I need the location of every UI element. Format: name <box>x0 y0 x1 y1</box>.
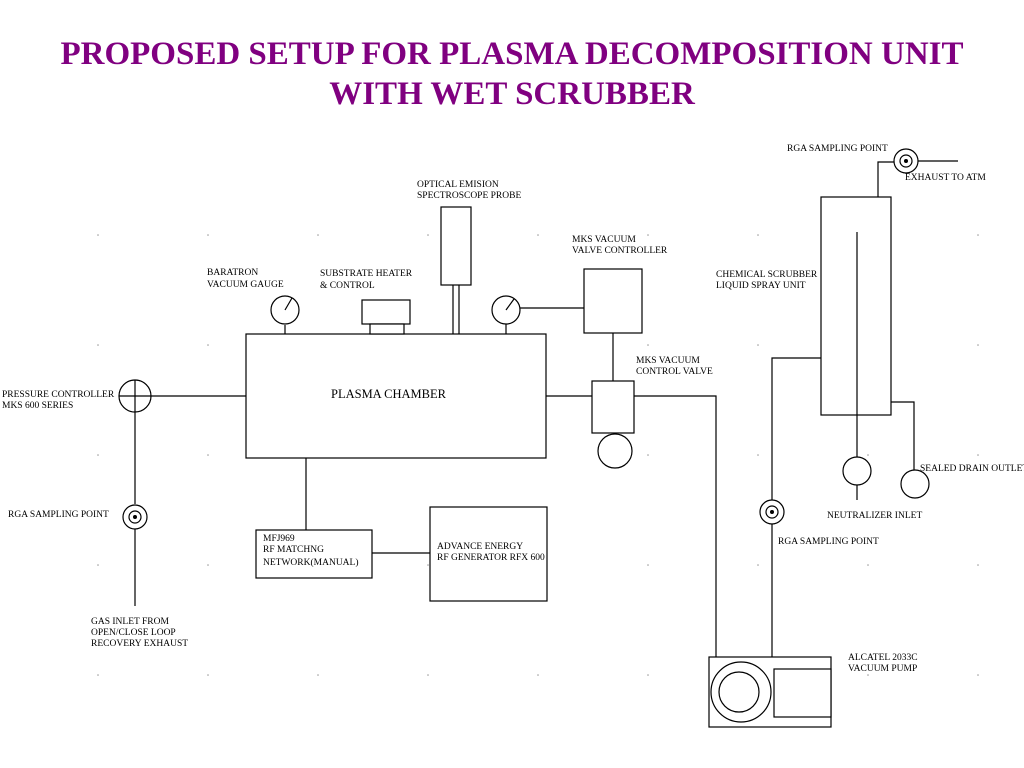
scrubber-label-1: CHEMICAL SCRUBBER <box>716 270 818 280</box>
grid-dot <box>977 454 979 456</box>
scrubber-drain-line <box>891 401 915 471</box>
grid-dot <box>867 564 869 566</box>
scrubber-label-2: LIQUID SPRAY UNIT <box>716 281 806 291</box>
grid-dot <box>97 344 99 346</box>
rga-top-label: RGA SAMPLING POINT <box>787 144 888 154</box>
rga-sampling-point-left-icon <box>122 504 148 530</box>
gas-inlet-label-1: GAS INLET FROM <box>91 617 169 627</box>
mfj969-label-2: RF MATCHNG <box>263 545 324 555</box>
grid-dot <box>977 674 979 676</box>
vacuum-pump-icon <box>708 656 832 728</box>
grid-dot <box>977 564 979 566</box>
grid-dot <box>427 674 429 676</box>
mks-controller-label-2: VALVE CONTROLLER <box>572 246 668 256</box>
mks-valve-label-1: MKS VACUUM <box>636 356 700 366</box>
sealed-drain-outlet-icon <box>900 469 930 499</box>
rf-generator-box <box>429 506 548 602</box>
scrubber-exhaust-line <box>877 161 894 197</box>
substrate-heater-icon <box>361 299 411 335</box>
grid-dot <box>207 344 209 346</box>
grid-dot <box>207 674 209 676</box>
grid-dot <box>647 454 649 456</box>
pressure-controller-label-1: PRESSURE CONTROLLER <box>2 390 115 400</box>
rga-left-label: RGA SAMPLING POINT <box>8 510 109 520</box>
vacuum-pump-label-2: VACUUM PUMP <box>848 664 917 674</box>
grid-dot <box>97 674 99 676</box>
grid-dot <box>647 564 649 566</box>
grid-dot <box>867 454 869 456</box>
grid-dot <box>207 454 209 456</box>
grid-dot <box>757 564 759 566</box>
grid-dot <box>977 344 979 346</box>
gas-inlet-label-3: RECOVERY EXHAUST <box>91 639 188 649</box>
exhaust-label: EXHAUST TO ATM <box>905 173 986 183</box>
grid-dot <box>757 344 759 346</box>
vacuum-pump-label-1: ALCATEL 2033C <box>848 653 918 663</box>
plasma-chamber-label: PLASMA CHAMBER <box>331 387 447 401</box>
neutralizer-inlet-icon <box>842 456 872 486</box>
pressure-controller-icon <box>118 379 152 413</box>
grid-dot <box>207 234 209 236</box>
mks-controller-label-1: MKS VACUUM <box>572 235 636 245</box>
grid-dot <box>977 234 979 236</box>
optical-probe-box <box>440 206 472 286</box>
baratron-label-2: VACUUM GAUGE <box>207 280 284 290</box>
grid-dot <box>317 234 319 236</box>
grid-dot <box>317 674 319 676</box>
baratron-gauge-icon <box>270 295 300 325</box>
rga-sampling-point-top-icon <box>893 148 919 174</box>
pressure-controller-label-2: MKS 600 SERIES <box>2 401 73 411</box>
rga-bottom-label: RGA SAMPLING POINT <box>778 537 879 547</box>
optical-probe-label-2: SPECTROSCOPE PROBE <box>417 191 521 201</box>
mks-valve-controller-box <box>583 268 643 334</box>
baratron-label-1: BARATRON <box>207 268 258 278</box>
rf-generator-label-1: ADVANCE ENERGY <box>437 542 523 552</box>
diagram-title-line1: PROPOSED SETUP FOR PLASMA DECOMPOSITION … <box>60 36 964 72</box>
grid-dot <box>757 454 759 456</box>
grid-dot <box>757 234 759 236</box>
substrate-heater-label-2: & CONTROL <box>320 281 375 291</box>
substrate-heater-label-1: SUBSTRATE HEATER <box>320 269 413 279</box>
grid-dot <box>207 564 209 566</box>
grid-dot <box>867 674 869 676</box>
rf-generator-label-2: RF GENERATOR RFX 600 <box>437 553 545 563</box>
chemical-scrubber-box <box>820 196 892 416</box>
grid-dot <box>97 564 99 566</box>
valve-actuator-icon <box>597 433 633 469</box>
plasma-chamber-box <box>245 333 547 459</box>
valve-to-pump-line <box>634 395 717 657</box>
grid-dot <box>647 344 649 346</box>
grid-dot <box>537 674 539 676</box>
mks-valve-label-2: CONTROL VALVE <box>636 367 713 377</box>
diagram-title-line2: WITH WET SCRUBBER <box>329 76 695 112</box>
grid-dot <box>647 674 649 676</box>
grid-dots <box>97 234 979 676</box>
mfj969-label-1: MFJ969 <box>263 534 295 544</box>
mfj969-label-3: NETWORK(MANUAL) <box>263 557 359 568</box>
mfj969-matching-network-box <box>255 529 373 579</box>
grid-dot <box>427 564 429 566</box>
gas-inlet-label-2: OPEN/CLOSE LOOP <box>91 628 176 638</box>
grid-dot <box>97 454 99 456</box>
grid-dot <box>427 234 429 236</box>
optical-probe-label-1: OPTICAL EMISION <box>417 180 499 190</box>
rga-sampling-point-bottom-icon <box>759 499 785 525</box>
grid-dot <box>537 234 539 236</box>
grid-dot <box>647 234 649 236</box>
pressure-gauge-icon <box>491 295 521 325</box>
pump-to-scrubber-line <box>771 357 821 500</box>
grid-dot <box>97 234 99 236</box>
neutralizer-label: NEUTRALIZER INLET <box>827 511 922 521</box>
mks-control-valve-box <box>591 380 635 434</box>
sealed-drain-label: SEALED DRAIN OUTLET <box>920 464 1024 474</box>
